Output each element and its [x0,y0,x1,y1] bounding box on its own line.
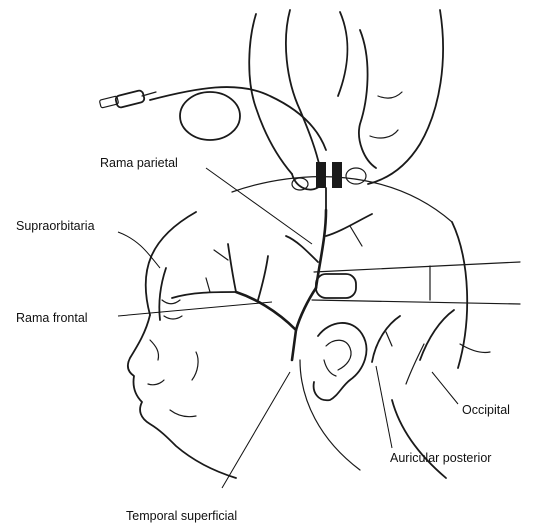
infusion-set [99,87,342,210]
needle-wing-right [332,162,342,188]
eye [164,316,182,319]
label-occipital: Occipital [462,403,510,417]
posterior-auricular-vein [372,316,400,362]
leader-auricular-posterior [376,366,392,448]
tape-strips [312,262,520,304]
tubing [150,87,326,150]
leader-rama-frontal [118,302,272,316]
syringe-hub [115,90,145,108]
label-rama-frontal: Rama frontal [16,311,88,325]
occipital-vein [420,310,454,360]
label-supraorbitaria: Supraorbitaria [16,219,95,233]
leader-temporal-superficial [222,372,290,488]
scalp-veins [159,210,490,384]
face-features [148,300,198,417]
eyebrow [162,300,180,304]
tape-lower-edge [312,300,520,304]
temporal-superficial-vein [292,288,316,360]
needle-wing-left [316,162,326,188]
ear [314,323,367,400]
label-temporal-superficial: Temporal superficial [126,509,237,523]
label-auricular-posterior: Auricular posterior [390,451,491,465]
label-rama-parietal: Rama parietal [100,156,178,170]
tubing-loop [180,92,240,140]
tape-pad [316,274,356,298]
frontal-branch [236,292,296,330]
mouth [148,380,164,385]
leader-occipital [432,372,458,404]
nose [150,340,159,360]
tape-upper-edge [314,262,520,272]
